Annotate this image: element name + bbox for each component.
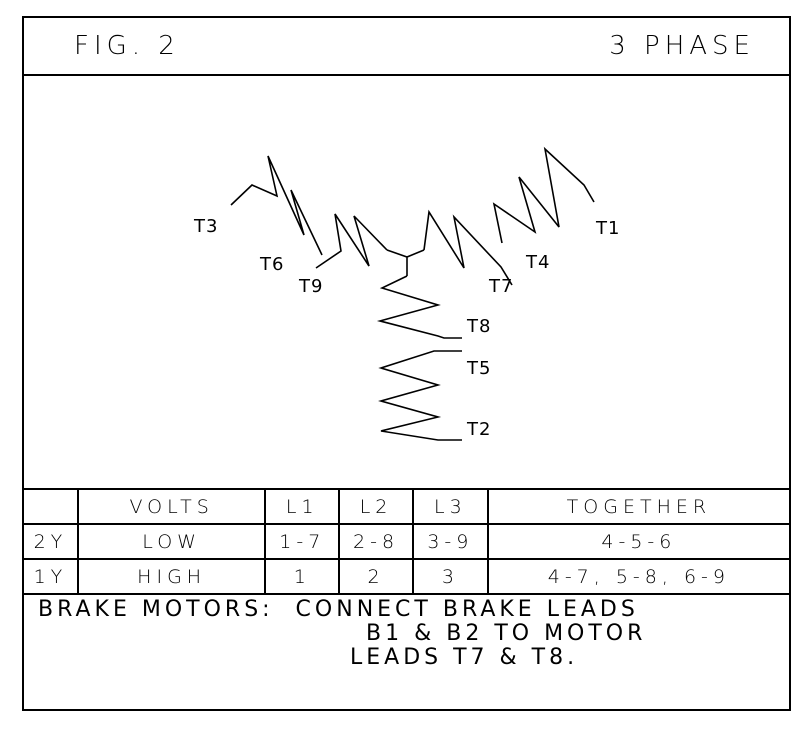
lead-label-t1: T1 <box>595 218 620 239</box>
coil-bottom-lower <box>378 350 462 441</box>
table-cell: 2Y <box>22 523 79 560</box>
phase-label: 3 PHASE <box>609 31 755 61</box>
lead-label-t2: T2 <box>466 419 491 440</box>
coil-left-inner <box>315 213 388 269</box>
table-cell: 4-7, 5-8, 6-9 <box>486 558 792 595</box>
coil-right-inner <box>423 209 513 286</box>
table-cell: 1-7 <box>264 523 341 560</box>
center-junction <box>386 249 425 276</box>
connection-table: VOLTS L1 L2 L3 TOGETHER 2Y LOW 1-7 2-8 3… <box>22 488 792 595</box>
table-header-cell: L1 <box>264 488 341 525</box>
table-cell: HIGH <box>76 558 267 595</box>
header-bar: FIG. 2 3 PHASE <box>24 18 789 76</box>
lead-label-t6: T6 <box>259 254 284 275</box>
table-header-cell: L2 <box>338 488 414 525</box>
table-cell: 1 <box>264 558 341 595</box>
wye-wiring-diagram: T3 T6 T9 T1 T4 T7 T8 T5 T2 <box>193 146 620 441</box>
lead-label-t7: T7 <box>488 276 513 297</box>
table-cell: 2-8 <box>338 523 414 560</box>
note-line-2: B1 & B2 TO MOTOR <box>366 621 647 646</box>
diagram-frame: FIG. 2 3 PHASE T3 T6 T9 T1 T4 T7 T8 T5 T… <box>22 16 792 711</box>
coil-windings <box>230 146 595 441</box>
table-row: 2Y LOW 1-7 2-8 3-9 4-5-6 <box>22 523 792 560</box>
coil-bottom-upper <box>376 275 462 339</box>
lead-label-t3: T3 <box>193 216 218 237</box>
coil-left-outer <box>230 155 323 256</box>
table-cell: LOW <box>76 523 267 560</box>
lead-label-t4: T4 <box>525 252 550 273</box>
table-cell: 4-5-6 <box>486 523 792 560</box>
lead-label-t9: T9 <box>298 276 323 297</box>
table-header-cell: TOGETHER <box>486 488 792 525</box>
lead-label-t8: T8 <box>466 316 491 337</box>
figure-label: FIG. 2 <box>74 31 180 61</box>
table-cell: 1Y <box>22 558 79 595</box>
table-header-cell: VOLTS <box>76 488 267 525</box>
coil-right-outer <box>492 146 595 244</box>
table-cell: 3 <box>411 558 489 595</box>
table-cell: 2 <box>338 558 414 595</box>
table-header-cell <box>22 488 79 525</box>
note-line-1: BRAKE MOTORS: CONNECT BRAKE LEADS <box>38 597 639 622</box>
table-cell: 3-9 <box>411 523 489 560</box>
lead-label-t5: T5 <box>466 358 491 379</box>
table-header-cell: L3 <box>411 488 489 525</box>
table-header-row: VOLTS L1 L2 L3 TOGETHER <box>22 488 792 525</box>
table-row: 1Y HIGH 1 2 3 4-7, 5-8, 6-9 <box>22 558 792 595</box>
note-line-3: LEADS T7 & T8. <box>350 645 579 670</box>
brake-motor-note: BRAKE MOTORS: CONNECT BRAKE LEADS B1 & B… <box>38 598 778 670</box>
